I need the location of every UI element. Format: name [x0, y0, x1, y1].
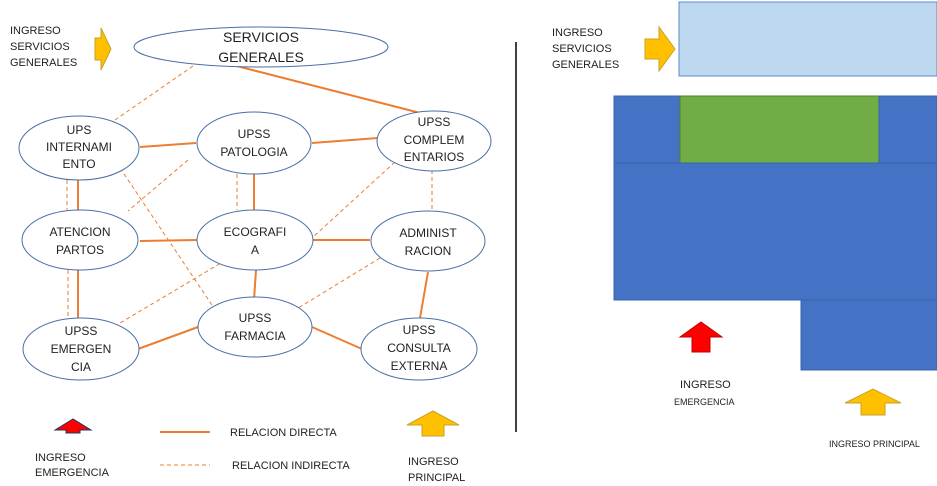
node-consulta-externa: UPSS CONSULTA EXTERNA	[360, 317, 478, 381]
node-administracion: ADMINIST RACION	[370, 210, 486, 272]
svg-text:INGRESO: INGRESO	[552, 27, 603, 39]
direct-line	[253, 269, 257, 301]
node-label: ATENCION	[49, 225, 110, 239]
arrow-up-yellow-icon	[406, 410, 460, 437]
node-label: UPS	[67, 123, 92, 137]
node-label: ADMINIST	[399, 226, 457, 240]
direct-line	[137, 326, 199, 350]
arrow-up-red-icon	[678, 321, 724, 353]
zone-servicios-generales	[678, 1, 937, 77]
svg-text:GENERALES: GENERALES	[10, 57, 77, 69]
node-label: EXTERNA	[391, 359, 448, 373]
legend-emergency-label: EMERGENCIA	[35, 467, 110, 479]
node-internamiento: UPS INTERNAMI ENTO	[18, 115, 140, 181]
node-label: CONSULTA	[387, 341, 451, 355]
zone-upper-right-block	[878, 95, 937, 164]
indirect-line	[114, 259, 227, 327]
node-label: CIA	[71, 360, 91, 374]
node-label: SERVICIOS	[223, 29, 299, 45]
node-label: ENTARIOS	[404, 150, 464, 164]
indirect-line	[127, 159, 189, 212]
arrow-right-icon	[644, 25, 676, 73]
node-label: ENTO	[62, 157, 95, 171]
node-label: UPSS	[418, 115, 451, 129]
legend-main-ingress-label: INGRESO	[408, 456, 459, 468]
legend-main-ingress-label: PRINCIPAL	[408, 472, 465, 484]
node-label: UPSS	[239, 311, 272, 325]
legend-emergency-label: INGRESO	[35, 452, 86, 464]
node-label: INTERNAMI	[46, 140, 112, 154]
legend-direct-label: RELACION DIRECTA	[230, 427, 337, 439]
node-ecografia: ECOGRAFI A	[196, 209, 314, 271]
svg-text:GENERALES: GENERALES	[552, 59, 619, 71]
node-label: FARMACIA	[224, 329, 285, 343]
arrow-up-yellow-icon	[844, 388, 902, 416]
node-label: UPSS	[238, 127, 271, 141]
node-emergencia: UPSS EMERGEN CIA	[22, 317, 140, 381]
node-label: ECOGRAFI	[224, 225, 287, 239]
direct-line	[311, 137, 379, 144]
svg-text:INGRESO: INGRESO	[10, 25, 61, 37]
node-servicios-generales: SERVICIOS GENERALES	[133, 26, 389, 68]
node-label: UPSS	[403, 323, 436, 337]
svg-text:SERVICIOS: SERVICIOS	[10, 41, 70, 53]
indirect-relations	[66, 65, 433, 327]
arrow-up-red-icon	[53, 418, 93, 434]
zone-upper-left-block	[613, 95, 681, 164]
left-ingress-services-label: INGRESO SERVICIOS GENERALES	[10, 25, 77, 69]
node-label: EMERGEN	[51, 342, 112, 356]
zone-green-block	[679, 95, 880, 164]
node-complementarios: UPSS COMPLEM ENTARIOS	[376, 110, 492, 172]
right-emergency-label: INGRESO	[680, 379, 731, 391]
node-farmacia: UPSS FARMACIA	[197, 296, 313, 358]
node-patologia: UPSS PATOLOGIA	[196, 111, 312, 175]
node-label: UPSS	[65, 324, 98, 338]
direct-line	[419, 271, 429, 319]
indirect-line	[311, 161, 396, 239]
node-label: PATOLOGIA	[220, 145, 287, 159]
node-label: COMPLEM	[404, 133, 465, 147]
arrow-right-icon	[94, 27, 112, 71]
node-atencion-partos: ATENCION PARTOS	[21, 209, 139, 271]
direct-line	[311, 326, 363, 350]
zone-main-block	[613, 162, 937, 301]
right-ingress-services-label: INGRESO SERVICIOS GENERALES	[552, 27, 619, 71]
svg-text:SERVICIOS: SERVICIOS	[552, 43, 612, 55]
right-emergency-label: EMERGENCIA	[674, 397, 735, 407]
zone-lower-block	[800, 299, 937, 371]
legend-indirect-label: RELACION INDIRECTA	[232, 460, 350, 472]
direct-line	[139, 142, 197, 148]
indirect-line	[114, 65, 194, 121]
indirect-line	[294, 257, 381, 311]
node-label: RACION	[405, 244, 452, 258]
node-label: A	[251, 243, 259, 257]
node-label: GENERALES	[218, 49, 304, 65]
right-main-ingress-label: INGRESO PRINCIPAL	[829, 439, 920, 449]
direct-line	[224, 62, 433, 117]
node-label: PARTOS	[56, 243, 104, 257]
